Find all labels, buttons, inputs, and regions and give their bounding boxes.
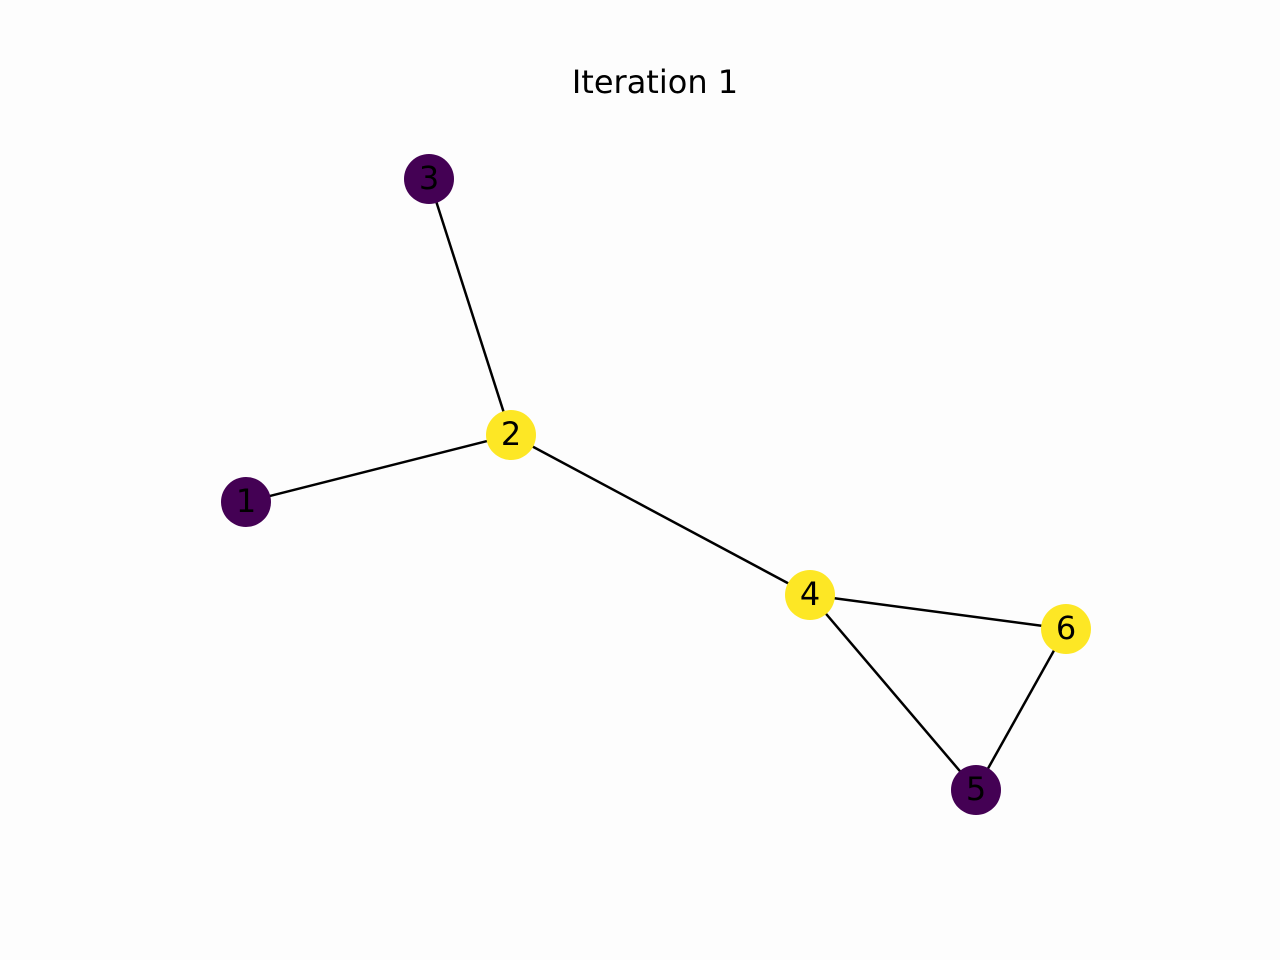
node-label-4: 4 [800,575,820,613]
node-circle-2 [486,410,536,460]
node-6: 6 [1041,604,1091,654]
nodes-layer: 1 2 3 4 5 6 [221,154,1091,815]
node-label-3: 3 [419,159,439,197]
edges-layer [245,178,1068,791]
edge-4-6 [809,593,1067,631]
node-label-5: 5 [966,770,986,808]
figure-title: Iteration 1 [571,63,739,101]
node-label-2: 2 [501,415,521,453]
node-3: 3 [404,154,454,204]
edge-2-3 [427,178,513,436]
node-2: 2 [486,410,536,460]
edge-4-5 [809,594,977,791]
edge-1-2 [245,433,512,504]
node-label-6: 6 [1056,609,1076,647]
edge-2-4 [510,433,811,597]
node-circle-3 [404,154,454,204]
node-circle-1 [221,477,271,527]
node-5: 5 [951,765,1001,815]
node-circle-4 [785,570,835,620]
node-circle-6 [1041,604,1091,654]
node-label-1: 1 [236,482,256,520]
node-4: 4 [785,570,835,620]
node-1: 1 [221,477,271,527]
edge-5-6 [974,628,1068,791]
node-circle-5 [951,765,1001,815]
